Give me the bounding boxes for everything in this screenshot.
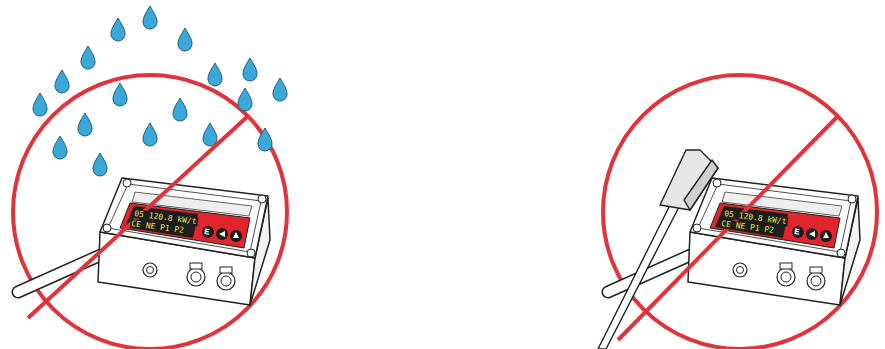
button-label: E bbox=[204, 227, 210, 237]
button-label: E bbox=[794, 227, 800, 237]
